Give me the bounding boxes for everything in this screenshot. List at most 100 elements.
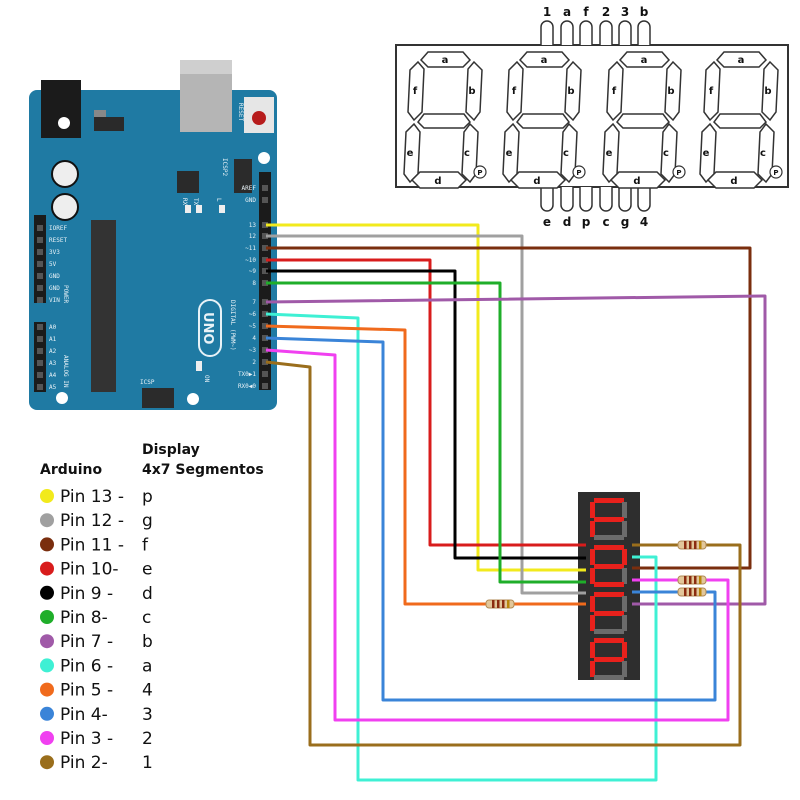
- header-pin: [262, 359, 268, 365]
- segment-b: [664, 60, 682, 122]
- header-pin: [262, 245, 268, 251]
- segment-e: [502, 122, 520, 184]
- segment-label-e: e: [703, 148, 710, 159]
- top-pin: [637, 20, 651, 45]
- wire-pin-5: [265, 324, 586, 606]
- mounting-hole: [56, 392, 68, 404]
- segment-label-d: d: [730, 176, 737, 187]
- header-pin: [262, 280, 268, 286]
- header-pin: [262, 371, 268, 377]
- header-pin: [262, 383, 268, 389]
- tx-led: [196, 205, 202, 213]
- legend-segment: f: [142, 535, 149, 555]
- arduino-uno-board: RESET ICSP2 RX TX L UNO DIGITAL (PWM~) O…: [29, 60, 277, 410]
- segment-c: [660, 122, 678, 184]
- segment-f: [606, 60, 624, 122]
- segment-label-f: f: [512, 86, 517, 97]
- digital-pin-label: 13: [249, 222, 257, 229]
- digital-title: DIGITAL (PWM~): [229, 300, 236, 351]
- bottom-pin: [560, 187, 574, 212]
- segment-d: [410, 171, 468, 189]
- wire-pin-9: [266, 269, 586, 560]
- header-pin: [37, 273, 43, 279]
- top-pin-label: 3: [621, 5, 629, 19]
- digital-pin-label: RX0◀0: [238, 383, 256, 390]
- legend-item: Pin 12 - g: [40, 511, 153, 531]
- top-pin-label: f: [583, 5, 589, 19]
- decimal-point-label: P: [676, 169, 681, 177]
- top-pin: [618, 20, 632, 45]
- analog-pin-label: A1: [49, 336, 57, 343]
- wire-pin-11: [266, 246, 752, 570]
- segment-g: [713, 113, 767, 129]
- segment-d: [706, 171, 764, 189]
- digital-pin-label: AREF: [242, 185, 257, 192]
- legend-color-swatch: [40, 489, 54, 503]
- legend-segment: p: [142, 487, 153, 507]
- digital-pin-label: 7: [252, 299, 256, 306]
- top-pin-label: 1: [543, 5, 551, 19]
- legend-pin: Pin 6 -: [60, 656, 113, 676]
- legend-segment: g: [142, 511, 153, 531]
- segment-label-b: b: [764, 86, 771, 97]
- segment-label-e: e: [506, 148, 513, 159]
- reset-button-cap[interactable]: [252, 111, 266, 125]
- segment-a: [419, 51, 472, 68]
- power-pin-label: GND: [49, 273, 60, 280]
- analog-pin-label: A3: [49, 360, 57, 367]
- resistor: [677, 587, 707, 597]
- legend-item: Pin 7 -b: [40, 632, 153, 652]
- legend-segment: 4: [142, 681, 153, 701]
- segment-e: [403, 122, 421, 184]
- header-pin: [37, 384, 43, 390]
- legend-pin: Pin 10-: [60, 560, 119, 580]
- legend-item: Pin 4-3: [40, 705, 153, 725]
- legend-segment: c: [142, 608, 151, 628]
- legend-segment: 2: [142, 729, 153, 749]
- legend-segment: d: [142, 584, 153, 604]
- legend-display-heading-2: 4x7 Segmentos: [142, 462, 264, 478]
- segment-g: [616, 113, 670, 129]
- power-pin-label: VIN: [49, 297, 60, 304]
- legend-color-swatch: [40, 634, 54, 649]
- segment-label-d: d: [633, 176, 640, 187]
- header-pin: [262, 233, 268, 239]
- mounting-hole: [258, 152, 270, 164]
- display-module: [578, 492, 640, 680]
- segment-label-b: b: [468, 86, 475, 97]
- resistor: [677, 575, 707, 585]
- decimal-point: [473, 165, 487, 179]
- legend-segment: a: [142, 656, 152, 676]
- header-pin: [37, 225, 43, 231]
- segment-a: [518, 51, 571, 68]
- header-pin: [37, 249, 43, 255]
- legend-color-swatch: [40, 658, 54, 673]
- segment-c: [461, 122, 479, 184]
- legend-pin: Pin 3 -: [60, 729, 113, 749]
- segment-label-c: c: [563, 148, 569, 159]
- wire-pin-3: [265, 348, 730, 722]
- bottom-pin-label: p: [582, 215, 591, 229]
- header-pin: [262, 335, 268, 341]
- legend-color-swatch: [40, 537, 54, 552]
- tx-label: TX: [192, 198, 199, 206]
- segment-g: [516, 113, 570, 129]
- analog-pin-label: A5: [49, 384, 57, 391]
- legend-color-swatch: [40, 610, 54, 624]
- uno-logo-text: UNO: [200, 312, 215, 345]
- module-digit: [590, 498, 627, 540]
- digital-pin-label: TX0▶1: [238, 371, 256, 378]
- legend-item: Pin 3 - 2: [40, 729, 153, 749]
- decimal-point: [672, 165, 686, 179]
- segment-d: [609, 171, 667, 189]
- analog-pin-label: A2: [49, 348, 57, 355]
- legend-pin: Pin 12 -: [60, 511, 124, 531]
- digital-pin-label: ~3: [249, 347, 257, 354]
- header-pin: [37, 348, 43, 354]
- segment-c: [757, 122, 775, 184]
